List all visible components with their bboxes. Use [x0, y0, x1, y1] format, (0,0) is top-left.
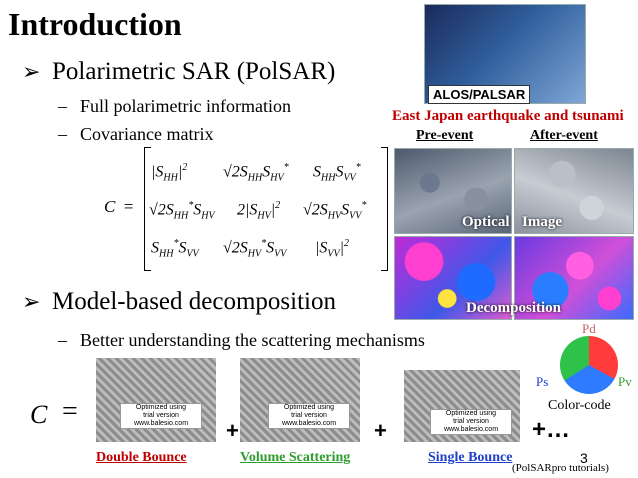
sub-item-full-pol: –Full polarimetric information	[58, 96, 291, 116]
satellite-label: ALOS/PALSAR	[428, 85, 531, 104]
after-event-label: After-event	[530, 128, 598, 143]
matrix-cell-31: SHH*SVV	[151, 238, 199, 260]
mechanism-volume-scattering: Volume Scattering	[240, 450, 351, 465]
decomposition-label: Decomposition	[466, 300, 561, 316]
decomposition-after-image	[514, 236, 634, 320]
matrix-cell-21: √2SHH*SHV	[149, 200, 215, 222]
color-code-pd: Pd	[582, 321, 596, 336]
plus-sign-2: +	[374, 418, 387, 443]
pre-event-label: Pre-event	[416, 128, 474, 143]
mechanism-double-bounce: Double Bounce	[96, 450, 187, 465]
arrow-bullet-icon: ➢	[22, 59, 41, 84]
optical-after-image	[514, 148, 634, 234]
sub-item-covariance: –Covariance matrix	[58, 124, 214, 144]
matrix-cell-13: SHHSVV*	[313, 162, 361, 184]
color-code-ps: Ps	[536, 374, 549, 389]
matrix-cell-32: √2SHV*SVV	[223, 238, 287, 260]
double-bounce-illustration	[96, 358, 216, 442]
color-code-pv: Pv	[618, 374, 632, 389]
equation-lhs: C	[30, 400, 48, 429]
sub-item-scattering: –Better understanding the scattering mec…	[58, 330, 425, 350]
page-title: Introduction	[8, 6, 182, 42]
matrix-symbol: C =	[104, 197, 134, 216]
page-number: 3	[580, 450, 588, 466]
matrix-cell-23: √2SHVSVV*	[303, 200, 367, 222]
arrow-bullet-icon: ➢	[22, 289, 41, 314]
covariance-matrix: |SHH|2 √2SHHSHV* SHHSVV* √2SHH*SHV 2|SHV…	[144, 147, 388, 271]
source-note: (PolSARpro tutorials)	[512, 462, 609, 474]
bullet-polsar: ➢ Polarimetric SAR (PolSAR)	[22, 58, 335, 86]
optical-label: Optical	[462, 214, 510, 230]
event-title: East Japan earthquake and tsunami	[392, 108, 624, 124]
volume-scattering-illustration	[240, 358, 360, 442]
matrix-cell-22: 2|SHV|2	[237, 200, 281, 222]
matrix-cell-33: |SVV|2	[315, 238, 350, 260]
mechanism-single-bounce: Single Bounce	[428, 450, 513, 465]
decomposition-pre-image	[394, 236, 512, 320]
bullet-model-based: ➢Model-based decomposition	[22, 288, 336, 315]
bullet-text: Polarimetric SAR (PolSAR)	[52, 58, 336, 85]
color-code-caption: Color-code	[548, 398, 611, 413]
color-code-wheel	[560, 336, 618, 394]
matrix-cell-12: √2SHHSHV*	[223, 162, 289, 184]
matrix-cell-11: |SHH|2	[151, 162, 188, 184]
optical-pre-image	[394, 148, 512, 234]
equation-equals: =	[62, 396, 78, 427]
image-label: Image	[522, 214, 562, 230]
plus-ellipsis: +…	[532, 416, 571, 443]
plus-sign-1: +	[226, 418, 239, 443]
